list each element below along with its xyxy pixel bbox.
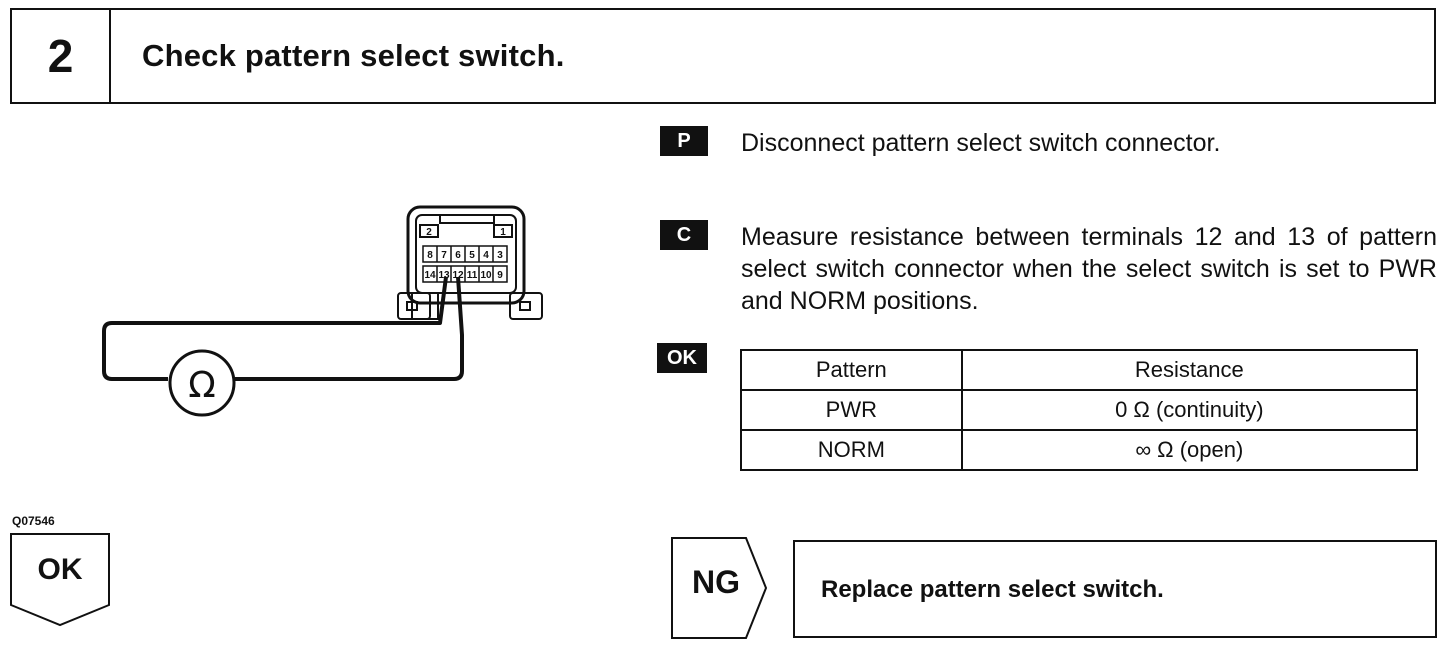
terminal-label: 3 [497, 250, 503, 261]
connector-body [406, 205, 526, 305]
table-cell: 0 Ω (continuity) [960, 389, 1419, 431]
table-header-row: Pattern Resistance [740, 349, 1419, 391]
terminal-label: 5 [469, 250, 475, 261]
table-cell: PWR [740, 389, 963, 431]
terminal-label: 10 [480, 270, 492, 281]
check-badge: C [660, 220, 708, 250]
connector-diagram: 2 1 8 7 6 5 4 3 14 13 12 11 10 9 Ω [102, 205, 543, 417]
terminal-label: 7 [441, 250, 447, 261]
table-row: PWR 0 Ω (continuity) [740, 389, 1419, 431]
table-cell: NORM [740, 429, 963, 471]
column-header: Pattern [740, 349, 963, 391]
connector-flange-left [411, 292, 439, 320]
figure-code: Q07546 [12, 514, 55, 528]
terminal-label: 6 [455, 250, 461, 261]
terminal-label: 4 [483, 250, 489, 261]
ng-action-box: Replace pattern select switch. [793, 540, 1437, 638]
step-title: Check pattern select switch. [142, 38, 565, 73]
terminal-label: 14 [424, 270, 436, 281]
terminal-label: 11 [467, 270, 478, 281]
column-header: Resistance [960, 349, 1419, 391]
terminal-label: 1 [500, 227, 506, 238]
step-number: 2 [12, 10, 111, 102]
terminal-label: 9 [497, 270, 503, 281]
prepare-instruction: Disconnect pattern select switch connect… [741, 129, 1221, 157]
table-cell: ∞ Ω (open) [960, 429, 1419, 471]
probe-lead-right [230, 276, 464, 381]
spec-table: Pattern Resistance PWR 0 Ω (continuity) … [740, 349, 1419, 471]
terminal-label: 2 [426, 227, 432, 238]
ng-arrow-icon [671, 537, 768, 639]
table-row: NORM ∞ Ω (open) [740, 429, 1419, 471]
prepare-badge: P [660, 126, 708, 156]
terminal-label: 8 [427, 250, 433, 261]
ng-result-label: NG [692, 564, 740, 600]
ohm-symbol: Ω [188, 365, 216, 406]
probe-lead-left [102, 276, 448, 381]
ok-result-label: OK [37, 553, 83, 586]
terminal-label: 12 [452, 270, 464, 281]
ok-pentagon-icon [10, 533, 110, 627]
terminal-label: 13 [438, 270, 450, 281]
ng-action-text: Replace pattern select switch. [821, 576, 1164, 603]
ok-badge: OK [657, 343, 707, 373]
ohmmeter [168, 349, 236, 417]
step-header: 2 Check pattern select switch. [10, 8, 1436, 104]
check-instruction: Measure resistance between terminals 12 … [741, 223, 1437, 315]
